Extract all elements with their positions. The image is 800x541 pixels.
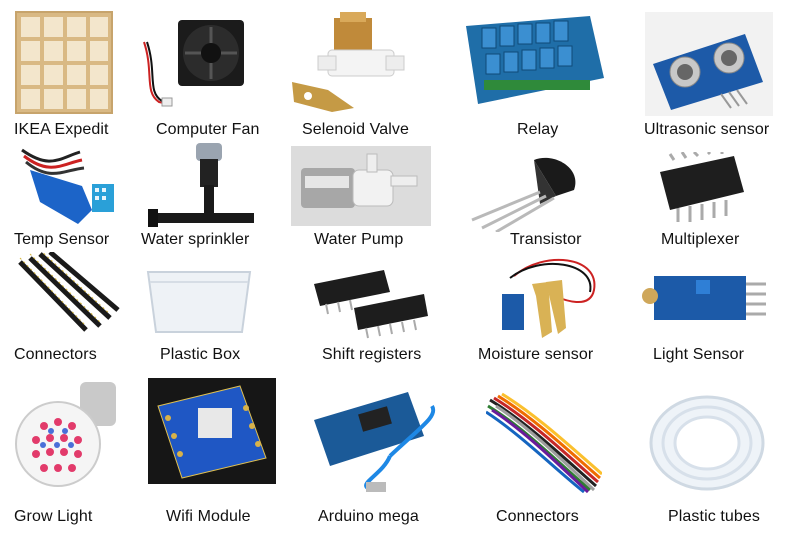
item-label: Connectors — [496, 508, 579, 525]
item-label: Grow Light — [14, 508, 93, 525]
item-label: Relay — [517, 121, 559, 138]
item-label: Plastic Box — [160, 346, 241, 363]
plastic-box-icon — [144, 266, 254, 336]
arduino-board-icon — [312, 386, 442, 494]
item-label: Computer Fan — [156, 121, 260, 138]
light-sensor-icon — [640, 266, 768, 326]
shelf-icon — [14, 10, 114, 115]
pin-header-icon — [16, 252, 120, 336]
item-label: Shift registers — [322, 346, 422, 363]
item-label: Wifi Module — [166, 508, 251, 525]
item-label: Selenoid Valve — [302, 121, 409, 138]
moisture-sensor-icon — [484, 256, 600, 340]
relay-board-icon — [460, 16, 606, 108]
item-label: Transistor — [510, 231, 582, 248]
ic-chip-icon — [652, 152, 748, 226]
valve-icon — [288, 12, 412, 118]
item-label: Multiplexer — [661, 231, 740, 248]
item-label: Water sprinkler — [141, 231, 250, 248]
item-label: Ultrasonic sensor — [644, 121, 770, 138]
sprinkler-icon — [148, 143, 254, 231]
item-label: Water Pump — [314, 231, 404, 248]
item-label: Moisture sensor — [478, 346, 594, 363]
ultrasonic-sensor-icon — [645, 12, 773, 116]
item-label: Temp Sensor — [14, 231, 110, 248]
grow-light-icon — [14, 382, 118, 490]
item-label: Plastic tubes — [668, 508, 761, 525]
item-label: IKEA Expedit — [14, 121, 109, 138]
item-label: Arduino mega — [318, 508, 419, 525]
pump-icon — [291, 146, 431, 226]
item-label: Light Sensor — [653, 346, 745, 363]
item-label: Connectors — [14, 346, 97, 363]
wifi-module-icon — [148, 378, 276, 484]
jumper-wires-icon — [486, 392, 602, 494]
fan-icon — [134, 12, 254, 112]
temp-sensor-icon — [20, 140, 122, 230]
shift-register-icon — [312, 262, 428, 340]
transistor-icon — [470, 152, 588, 232]
tube-coil-icon — [648, 394, 766, 492]
